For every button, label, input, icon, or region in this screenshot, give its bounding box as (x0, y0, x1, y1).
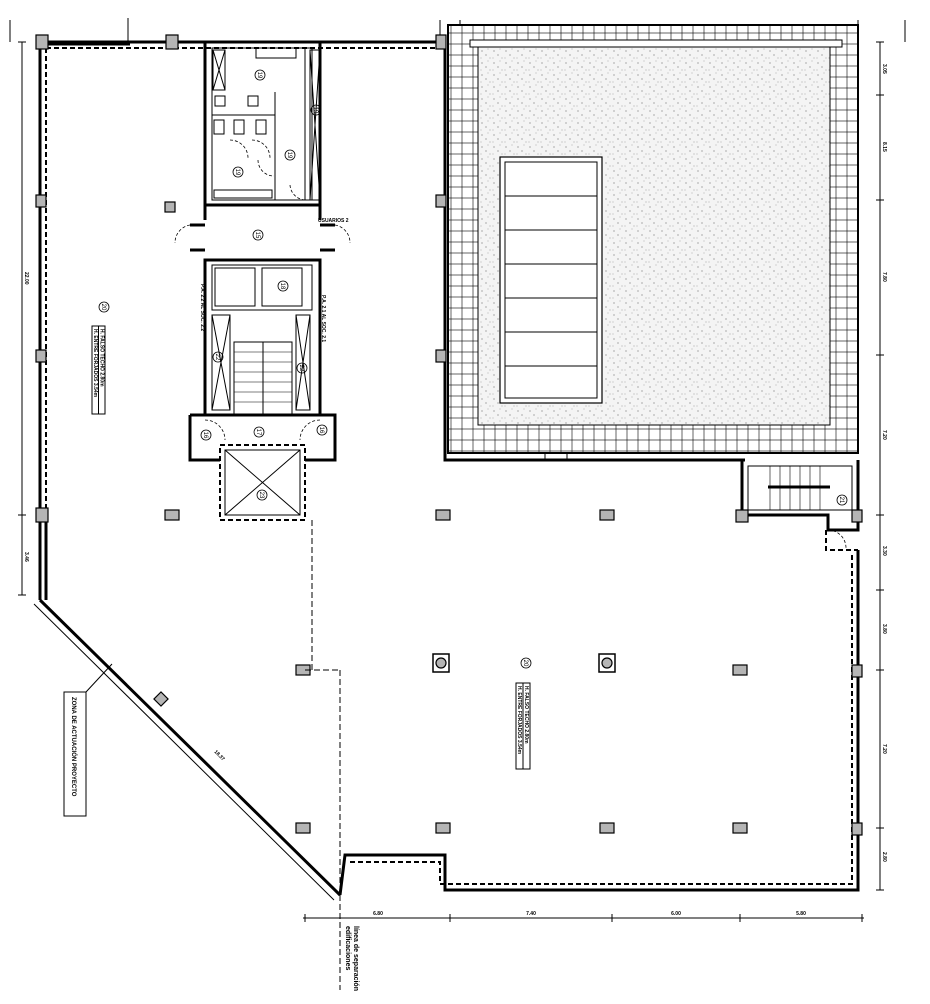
svg-text:6.80: 6.80 (373, 911, 383, 917)
bottom-dimension-line: 6.80 7.40 6.00 5.80 (303, 911, 864, 922)
svg-text:3.80: 3.80 (881, 624, 887, 634)
svg-text:23: 23 (258, 492, 264, 499)
svg-text:22: 22 (214, 354, 220, 361)
svg-text:H. ENTRE FORJADOS 3.54m: H. ENTRE FORJADOS 3.54m (92, 329, 98, 398)
svg-text:H. FALSO TECHO 2.80m: H. FALSO TECHO 2.80m (99, 329, 105, 387)
svg-text:18: 18 (279, 283, 285, 290)
svg-text:7.20: 7.20 (881, 744, 887, 754)
stair-link-right: P.A. 2.1 AL SOC. 2.1 (320, 295, 326, 342)
left-dimension-line: 22.00 3.46 (18, 41, 29, 596)
svg-text:5.80: 5.80 (796, 911, 806, 917)
svg-text:H. FALSO TECHO 2.80m: H. FALSO TECHO 2.80m (523, 686, 529, 744)
svg-text:17: 17 (255, 429, 261, 436)
svg-text:16: 16 (318, 427, 324, 434)
svg-text:19: 19 (312, 107, 318, 114)
svg-text:8.15: 8.15 (881, 142, 887, 152)
svg-text:19: 19 (286, 152, 292, 159)
svg-text:7.40: 7.40 (526, 911, 536, 917)
diagonal-dimension: 18.37 (213, 749, 226, 762)
separation-line-label: línea de separación edificaciones (344, 926, 359, 991)
main-room-label: H. FALSO TECHO 2.80m H. ENTRE FORJADOS 3… (515, 682, 531, 770)
svg-text:7.20: 7.20 (881, 430, 887, 440)
svg-text:20: 20 (100, 304, 106, 311)
stair-link-left: P.A. 2.2 AL SOC. 2.2 (199, 284, 205, 331)
zone-label: ZONA DE ACTUACIÓN PROYECTO (63, 663, 113, 817)
skylight (499, 156, 603, 404)
svg-text:19: 19 (256, 72, 262, 79)
svg-text:H. ENTRE FORJADOS 3.54m: H. ENTRE FORJADOS 3.54m (516, 686, 522, 755)
svg-text:2.80: 2.80 (881, 852, 887, 862)
svg-text:22: 22 (298, 365, 304, 372)
columns (35, 34, 863, 836)
svg-text:ZONA DE ACTUACIÓN PROYECTO: ZONA DE ACTUACIÓN PROYECTO (70, 697, 78, 797)
svg-text:21: 21 (838, 497, 844, 504)
left-room-label: H. FALSO TECHO 2.80m H. ENTRE FORJADOS 3… (91, 325, 106, 415)
svg-text:15: 15 (254, 232, 260, 239)
users-label: USUARIOS 2 (318, 218, 349, 224)
svg-text:22.00: 22.00 (23, 272, 29, 285)
right-dimension-line: 3.05 8.15 7.80 7.20 3.30 3.80 7.20 2.80 (876, 41, 887, 891)
svg-text:3.30: 3.30 (881, 546, 887, 556)
room-numbers: 20 20 19 19 19 19 15 18 22 22 17 16 16 2… (98, 69, 848, 669)
service-core (174, 40, 351, 521)
svg-text:6.00: 6.00 (671, 911, 681, 917)
svg-text:7.80: 7.80 (881, 272, 887, 282)
courtyard (443, 24, 859, 462)
svg-text:16: 16 (202, 432, 208, 439)
svg-text:20: 20 (522, 660, 528, 667)
svg-text:3.46: 3.46 (23, 552, 29, 562)
svg-text:3.05: 3.05 (881, 64, 887, 74)
svg-text:19: 19 (234, 169, 240, 176)
stair-treads (233, 341, 293, 415)
